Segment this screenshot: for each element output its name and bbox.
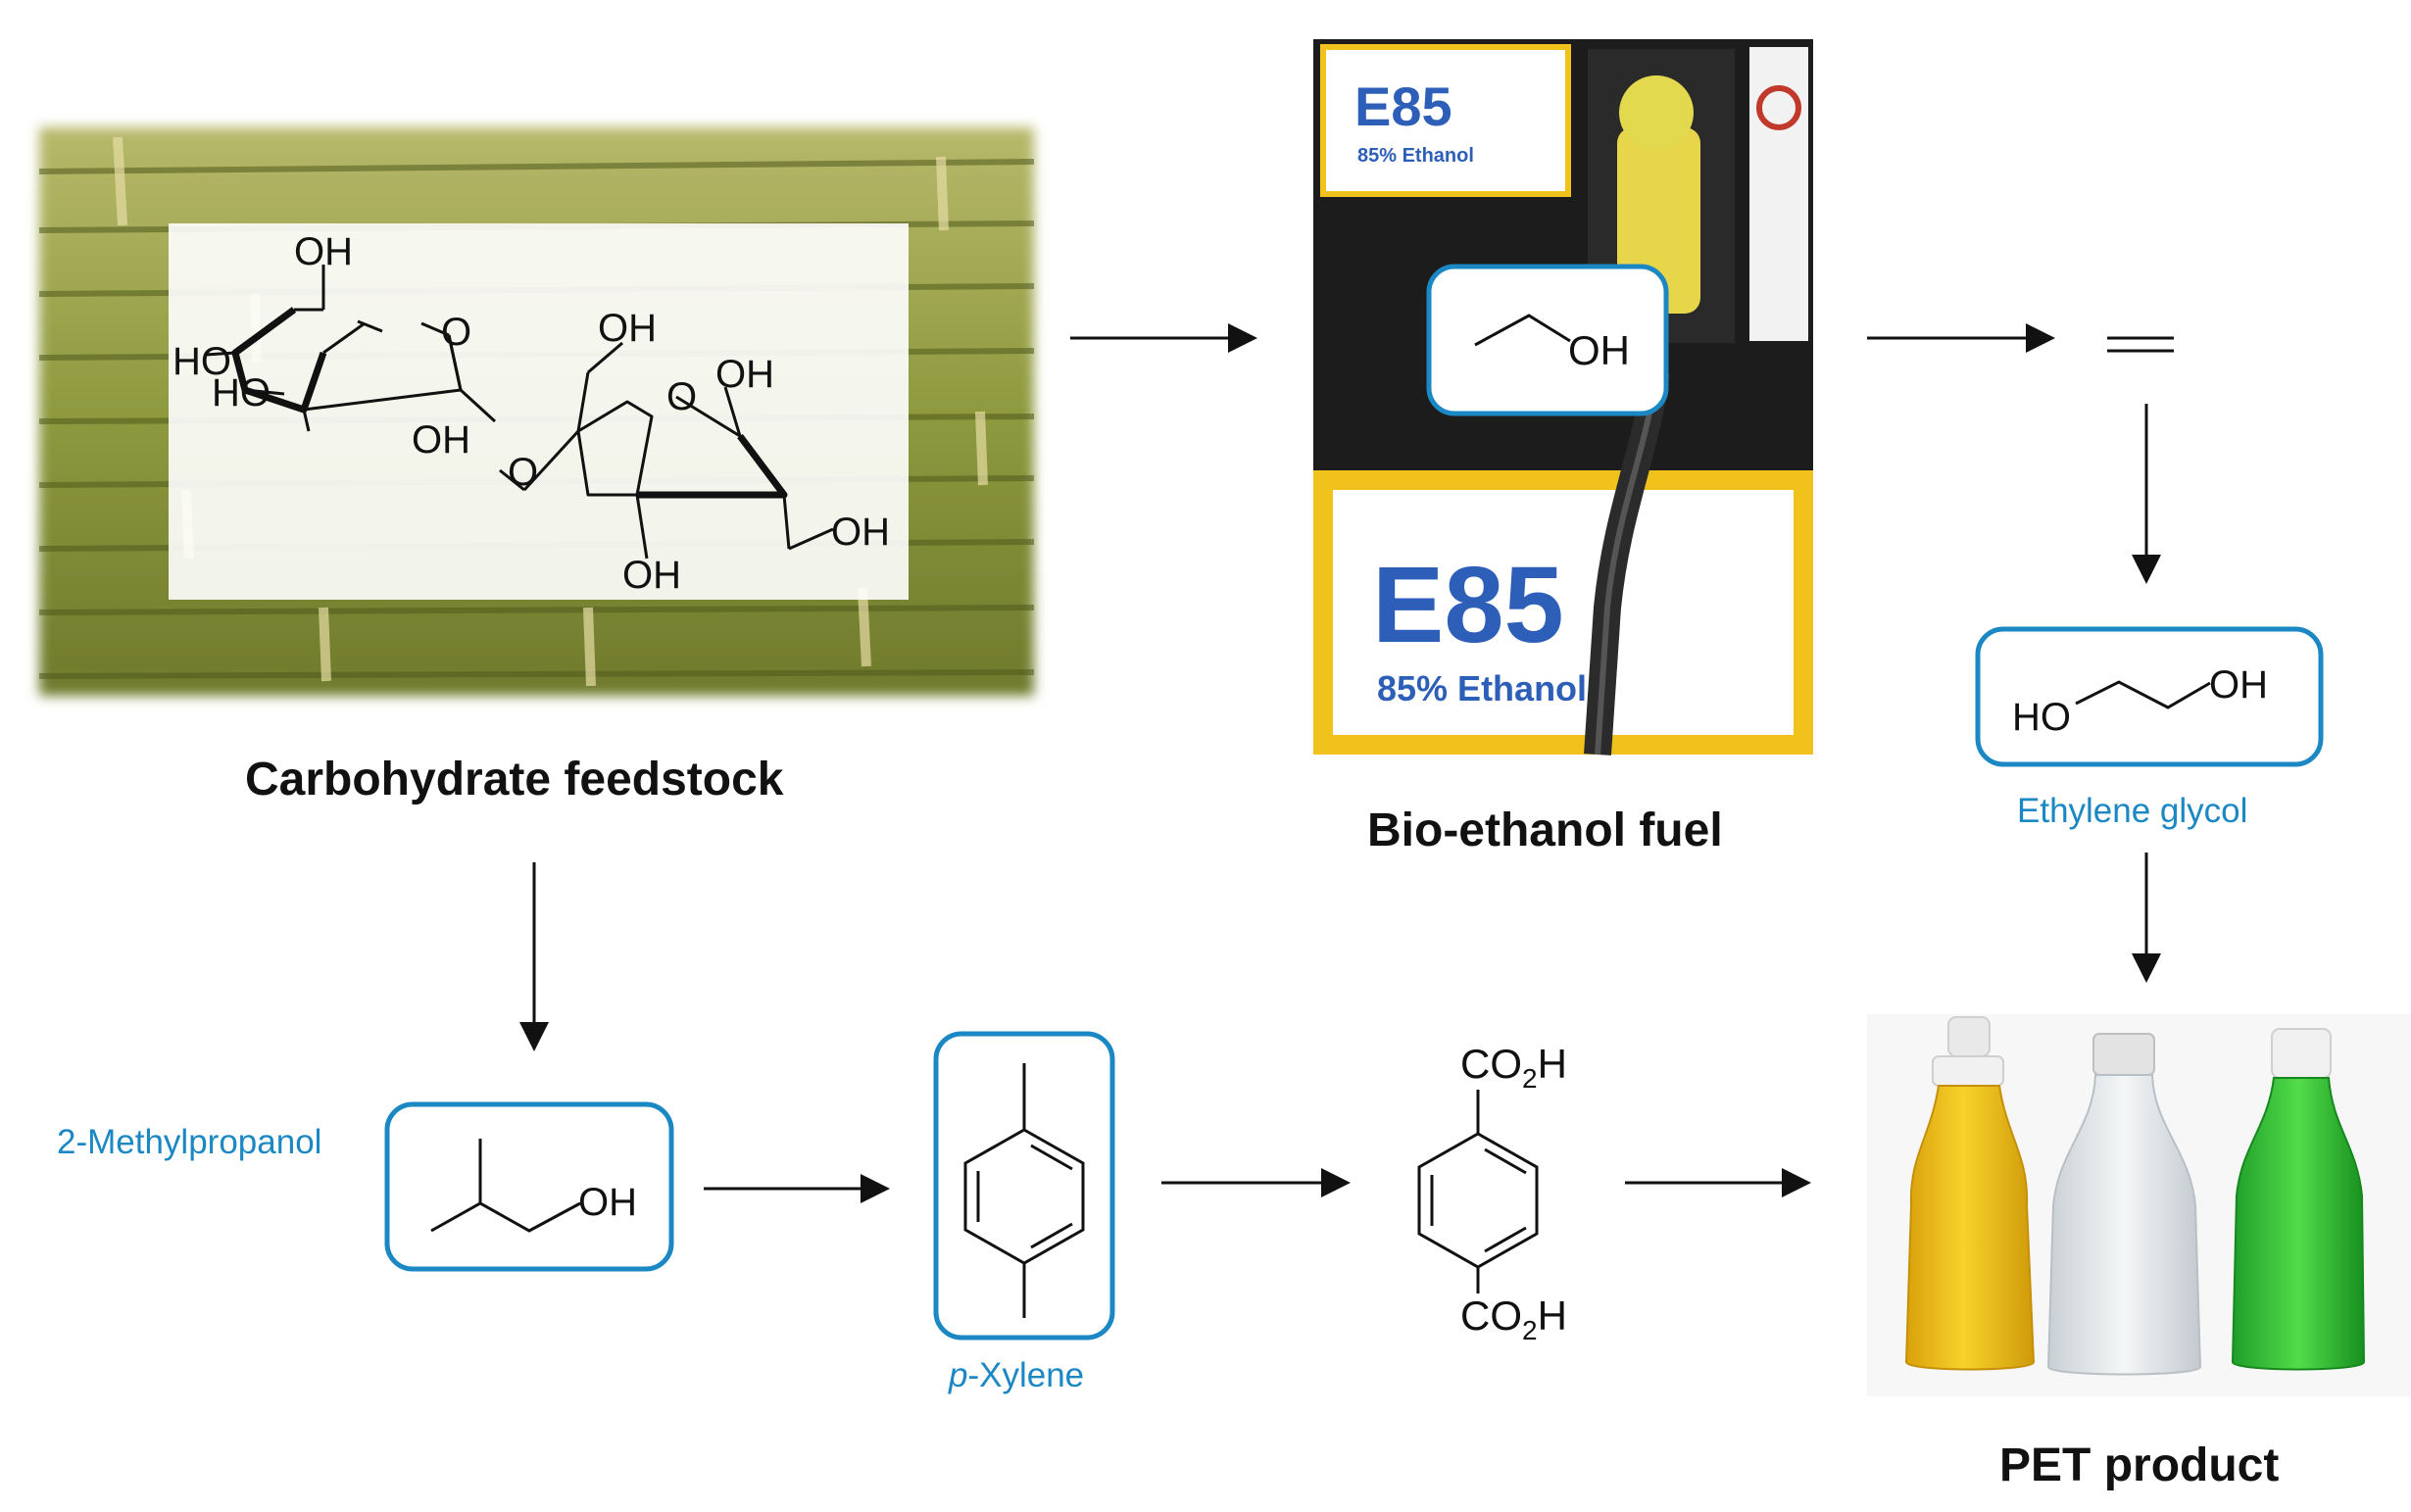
bottles-photo	[1867, 1014, 2411, 1396]
ethylene-glycol-box: HO OH	[1975, 626, 2324, 767]
sucrose-oh-3: OH	[412, 418, 470, 462]
co2h-bottom-co: CO	[1460, 1293, 1522, 1339]
bottle-yellow	[1904, 1016, 2036, 1371]
sucrose-ho-1: HO	[172, 340, 231, 383]
pump-sign-small-sub: 85% Ethanol	[1357, 145, 1474, 167]
glycol-ho: HO	[2012, 696, 2071, 739]
terephthalic-acid-structure: CO2H CO2H	[1417, 1041, 1567, 1345]
glycol-oh: OH	[2209, 663, 2268, 707]
co2h-top-sub: 2	[1522, 1063, 1538, 1094]
sucrose-o-ring1: O	[441, 311, 471, 354]
fuel-pump-photo: E85 85% Ethanol E85 85% Ethanol	[1313, 39, 1813, 756]
sucrose-oh-7: OH	[622, 554, 681, 597]
co2h-bottom-sub: 2	[1522, 1315, 1538, 1345]
co2h-top: CO2H	[1460, 1041, 1567, 1094]
ethanol-oh: OH	[1568, 327, 1630, 373]
sucrose-o-ring2: O	[666, 375, 697, 418]
sucrose-oh-top: OH	[294, 230, 353, 273]
sucrose-oh-4: OH	[598, 307, 657, 350]
methylpropanol-box: OH	[384, 1101, 674, 1272]
p-xylene-box	[933, 1031, 1115, 1341]
label-2-methylpropanol: 2-Methylpropanol	[57, 1123, 322, 1161]
ethanol-box: OH	[1426, 264, 1669, 416]
label-bio-ethanol-fuel: Bio-ethanol fuel	[1367, 805, 1723, 856]
sucrose-ho-2: HO	[212, 371, 271, 415]
sugarcane-photo	[38, 127, 1035, 696]
pump-sign-small: E85	[1354, 75, 1452, 137]
label-p-xylene-rest: -Xylene	[967, 1356, 1085, 1394]
bottle-clear	[2046, 1033, 2202, 1376]
co2h-top-co: CO	[1460, 1041, 1522, 1087]
arrows	[519, 323, 2161, 1203]
label-p-xylene: p-Xylene	[949, 1356, 1084, 1395]
label-p-xylene-prefix: p	[949, 1356, 968, 1394]
label-ethylene-glycol: Ethylene glycol	[2017, 792, 2248, 830]
sucrose-o-bridge: O	[508, 451, 538, 494]
co2h-top-h: H	[1538, 1041, 1567, 1087]
pump-sign-big-sub: 85% Ethanol	[1377, 668, 1587, 708]
sucrose-oh-5: OH	[715, 353, 774, 396]
co2h-bottom-h: H	[1538, 1293, 1567, 1339]
pump-sign-big: E85	[1372, 545, 1564, 665]
sucrose-structure	[205, 265, 834, 560]
co2h-bottom: CO2H	[1460, 1293, 1567, 1345]
bottle-green	[2231, 1028, 2366, 1371]
label-carbohydrate-feedstock: Carbohydrate feedstock	[245, 754, 784, 805]
sucrose-oh-6: OH	[831, 511, 890, 554]
methylpropanol-oh: OH	[578, 1181, 637, 1224]
label-pet-product: PET product	[1999, 1439, 2280, 1491]
ethylene-structure	[2107, 336, 2174, 353]
